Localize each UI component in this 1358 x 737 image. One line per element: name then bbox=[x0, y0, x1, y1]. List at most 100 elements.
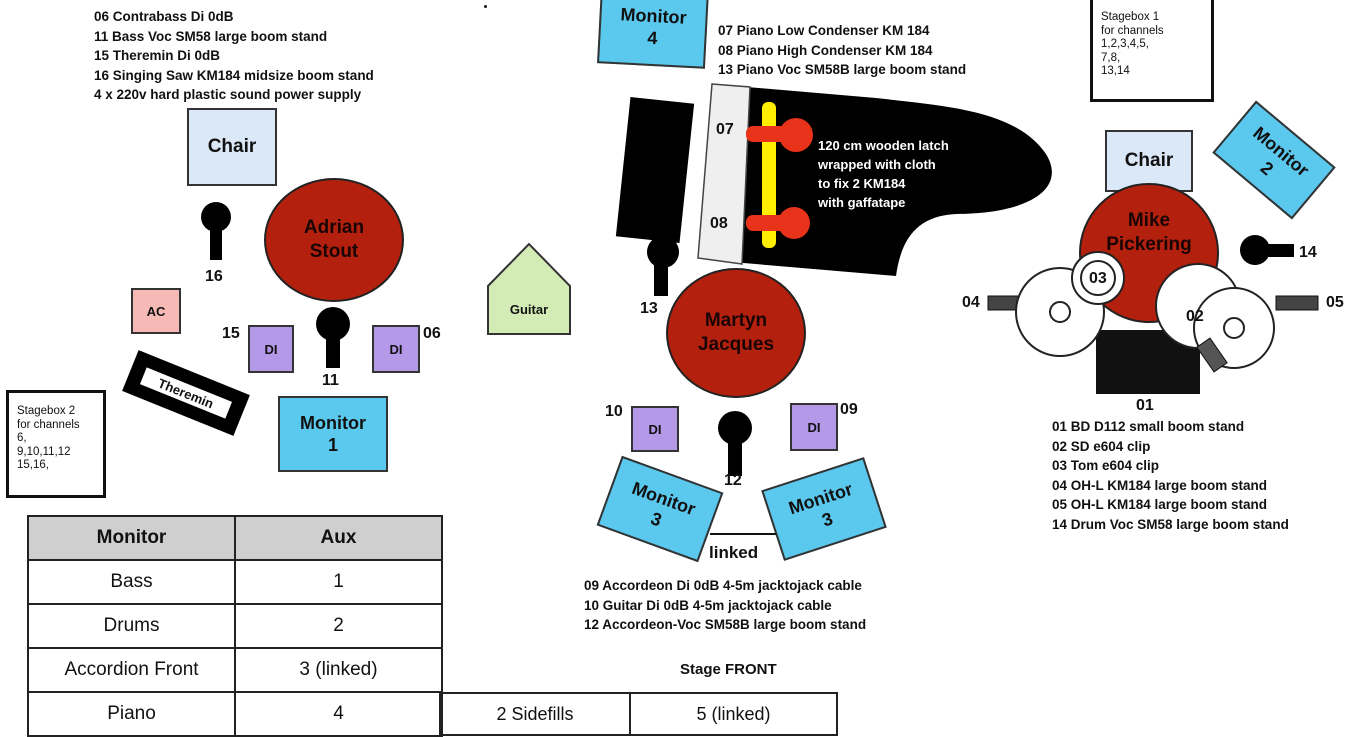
drum-notes: 01 BD D112 small boom stand 02 SD e604 c… bbox=[1052, 417, 1289, 534]
table-cell: 2 Sidefills bbox=[439, 692, 631, 736]
piano-bench bbox=[615, 97, 695, 243]
stagebox-line: 7,8, bbox=[1101, 51, 1121, 64]
note-line: wrapped with cloth bbox=[818, 157, 936, 172]
note-line: 01 BD D112 small boom stand bbox=[1052, 419, 1245, 434]
left-notes: 06 Contrabass Di 0dB 11 Bass Voc SM58 la… bbox=[94, 7, 374, 105]
monitor-label: Monitor bbox=[629, 477, 699, 520]
channel-number-06: 06 bbox=[423, 325, 441, 342]
note-line: 05 OH-L KM184 large boom stand bbox=[1052, 497, 1268, 512]
stagebox-line: 1,2,3,4,5, bbox=[1101, 38, 1149, 50]
note-line: 07 Piano Low Condenser KM 184 bbox=[718, 23, 930, 38]
stagebox-1: Stagebox 1 for channels 1,2,3,4,5, 7,8, … bbox=[1090, 0, 1214, 102]
chair-left: Chair bbox=[187, 108, 277, 186]
note-line: 16 Singing Saw KM184 midsize boom stand bbox=[94, 67, 374, 83]
monitor-3-left: Monitor 3 bbox=[596, 455, 724, 563]
table-cell: 5 (linked) bbox=[629, 692, 838, 736]
person-last-name: Stout bbox=[309, 241, 359, 262]
table-cell: Piano bbox=[27, 691, 236, 737]
stagebox-line: 6, bbox=[17, 432, 27, 444]
di-box-10: DI bbox=[631, 406, 679, 452]
table-cell: 1 bbox=[234, 559, 443, 605]
guitar-amp-icon bbox=[487, 242, 571, 335]
monitor-number: 2 bbox=[1256, 157, 1278, 180]
note-line: 08 Piano High Condenser KM 184 bbox=[718, 42, 933, 58]
sidefill-table: 2 Sidefills 5 (linked) bbox=[439, 692, 838, 736]
note-line: 02 SD e604 clip bbox=[1052, 438, 1151, 454]
note-line: 12 Accordeon-Voc SM58B large boom stand bbox=[584, 617, 867, 632]
dot-mark bbox=[484, 5, 487, 8]
monitor-2: Monitor 2 bbox=[1212, 100, 1336, 220]
stagebox-2: Stagebox 2 for channels 6, 9,10,11,12 15… bbox=[6, 390, 106, 498]
monitor-label: Monitor bbox=[300, 413, 366, 433]
note-line: with gaffatape bbox=[818, 195, 906, 210]
linked-label: linked bbox=[709, 543, 759, 562]
chair-label: Chair bbox=[207, 136, 257, 157]
note-line: 10 Guitar Di 0dB 4-5m jacktojack cable bbox=[584, 597, 832, 613]
channel-number-15: 15 bbox=[222, 325, 240, 342]
table-row: Drums 2 bbox=[27, 603, 443, 649]
channel-number-09: 09 bbox=[840, 401, 858, 418]
person-last-name: Jacques bbox=[697, 334, 775, 355]
note-line: 14 Drum Voc SM58 large boom stand bbox=[1052, 516, 1289, 532]
stagebox-line: for channels bbox=[17, 418, 80, 431]
grand-piano-icon bbox=[697, 83, 1052, 276]
note-line: 120 cm wooden latch bbox=[818, 138, 949, 153]
theremin-label: Theremin bbox=[139, 367, 233, 419]
channel-number-13: 13 bbox=[640, 300, 658, 317]
channel-number-16: 16 bbox=[205, 268, 223, 285]
table-header-aux: Aux bbox=[234, 515, 443, 561]
note-line: 15 Theremin Di 0dB bbox=[94, 48, 221, 63]
monitor-4: Monitor 4 bbox=[597, 0, 709, 69]
stagebox-line: for channels bbox=[1101, 24, 1164, 37]
monitor-number: 3 bbox=[819, 508, 836, 531]
channel-number-05: 05 bbox=[1326, 294, 1344, 311]
monitor-number: 1 bbox=[327, 435, 338, 455]
di-box-15: DI bbox=[248, 325, 294, 373]
stagebox-line: Stagebox 2 bbox=[17, 405, 76, 417]
drum-kit-icon bbox=[987, 235, 1319, 394]
ac-power-box: AC bbox=[131, 288, 181, 334]
table-row: Bass 1 bbox=[27, 559, 443, 605]
di-label: DI bbox=[807, 419, 821, 435]
di-box-06: DI bbox=[372, 325, 420, 373]
table-cell: 4 bbox=[234, 691, 443, 737]
channel-number-02: 02 bbox=[1186, 308, 1204, 325]
channel-number-07: 07 bbox=[716, 121, 734, 138]
di-label: DI bbox=[389, 341, 403, 357]
table-header-monitor: Monitor bbox=[27, 515, 236, 561]
note-line: 09 Accordeon Di 0dB 4-5m jacktojack cabl… bbox=[584, 578, 862, 593]
di-label: DI bbox=[264, 341, 278, 357]
table-cell: Bass bbox=[27, 559, 236, 605]
monitor-number: 4 bbox=[646, 27, 658, 49]
mic-stand-16-icon bbox=[201, 202, 231, 260]
theremin: Theremin bbox=[122, 350, 250, 436]
mic-stand-11-icon bbox=[316, 307, 350, 368]
channel-number-01: 01 bbox=[1136, 397, 1154, 414]
chair-label: Chair bbox=[1124, 150, 1174, 171]
channel-number-08: 08 bbox=[710, 215, 728, 232]
person-first-name: Martyn bbox=[704, 310, 768, 331]
table-cell: 2 bbox=[234, 603, 443, 649]
monitor-number: 3 bbox=[648, 508, 665, 531]
monitor-3-right: Monitor 3 bbox=[761, 457, 887, 561]
note-line: 13 Piano Voc SM58B large boom stand bbox=[718, 62, 967, 77]
note-line: 11 Bass Voc SM58 large boom stand bbox=[94, 28, 328, 44]
piano-latch-note: 120 cm wooden latch wrapped with cloth t… bbox=[818, 136, 949, 212]
monitor-1: Monitor 1 bbox=[278, 396, 388, 472]
stagebox-line: 15,16, bbox=[17, 459, 49, 471]
guitar-label: Guitar bbox=[509, 302, 549, 317]
person-last-name: Pickering bbox=[1106, 234, 1192, 255]
person-first-name: Adrian bbox=[303, 217, 365, 238]
table-row: 2 Sidefills 5 (linked) bbox=[439, 692, 838, 736]
stagebox-line: 13,14 bbox=[1101, 65, 1130, 77]
stagebox-line: 9,10,11,12 bbox=[17, 445, 71, 458]
accordion-notes: 09 Accordeon Di 0dB 4-5m jacktojack cabl… bbox=[584, 576, 866, 635]
channel-number-10: 10 bbox=[605, 403, 623, 420]
di-box-09: DI bbox=[790, 403, 838, 451]
note-line: 06 Contrabass Di 0dB bbox=[94, 9, 234, 24]
table-cell: 3 (linked) bbox=[234, 647, 443, 693]
note-line: 04 OH-L KM184 large boom stand bbox=[1052, 477, 1268, 493]
monitor-label: Monitor bbox=[620, 4, 688, 28]
stage-front-label: Stage FRONT bbox=[680, 661, 777, 678]
table-row: Accordion Front 3 (linked) bbox=[27, 647, 443, 693]
